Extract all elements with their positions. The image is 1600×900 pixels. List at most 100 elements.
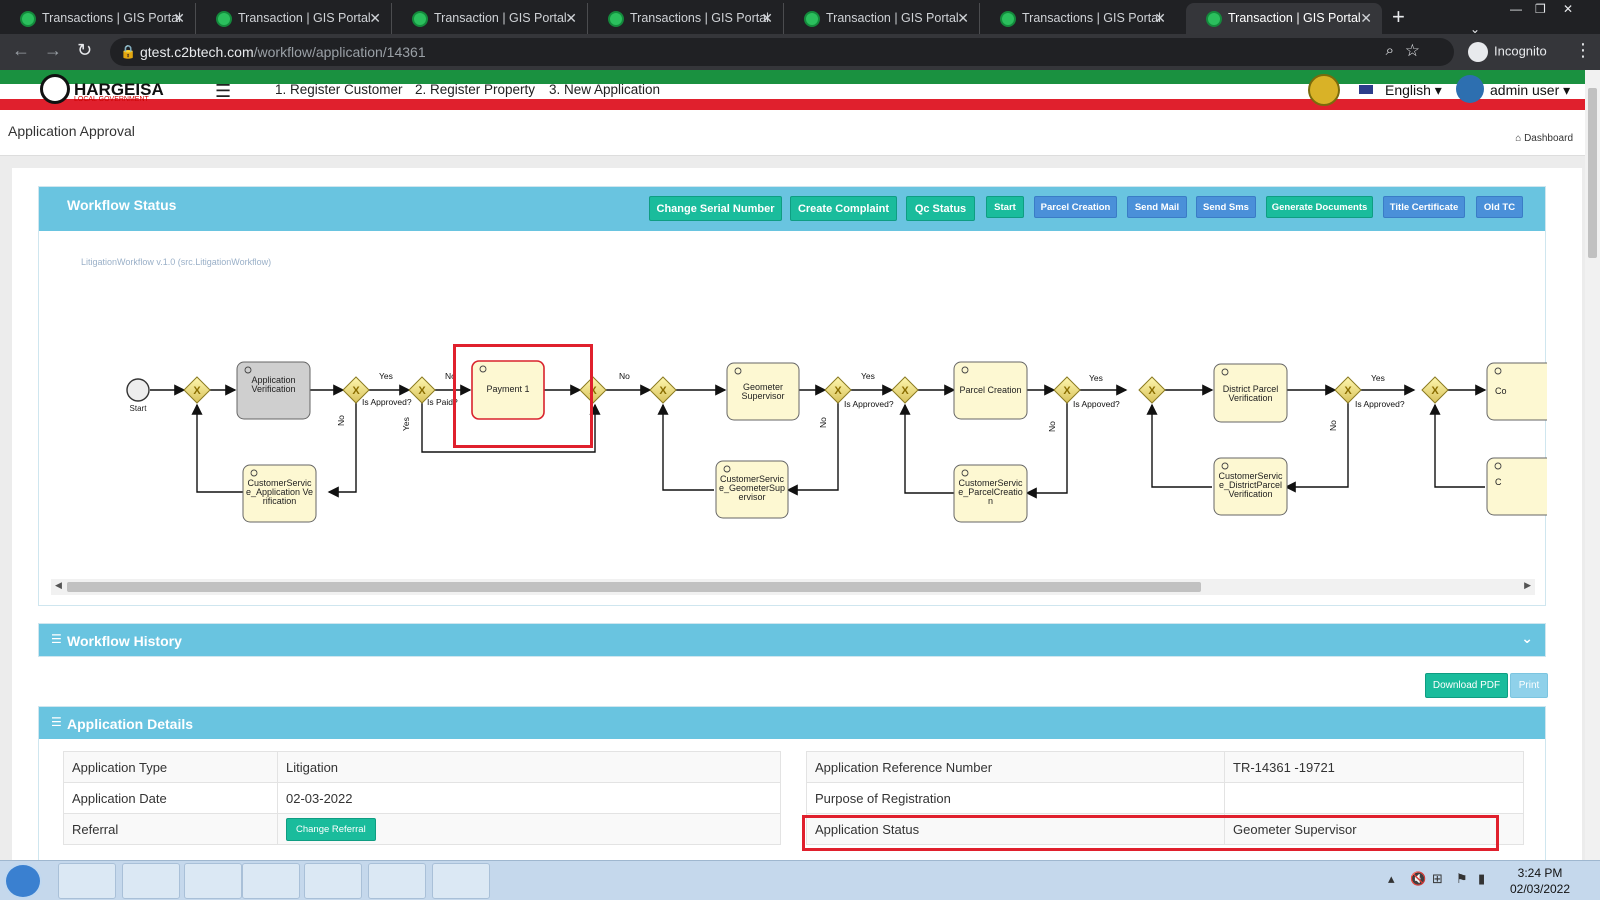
task-cs-geometer-supervisor[interactable] bbox=[715, 460, 789, 519]
menu-register-property[interactable]: 2. Register Property bbox=[415, 82, 536, 97]
language-dropdown[interactable]: English ▾ bbox=[1385, 82, 1442, 98]
minimize-icon[interactable]: — bbox=[1510, 2, 1522, 16]
browser-tab-active[interactable]: Transaction | GIS Portal✕ bbox=[1186, 3, 1382, 34]
diagram-horizontal-scrollbar[interactable]: ◀ ▶ bbox=[51, 579, 1535, 595]
task-cs-application-verification[interactable] bbox=[242, 464, 317, 523]
system-clock[interactable]: 3:24 PM 02/03/2022 bbox=[1505, 865, 1575, 897]
title-certificate-button[interactable]: Title Certificate bbox=[1383, 196, 1465, 218]
download-pdf-button[interactable]: Download PDF bbox=[1425, 673, 1508, 698]
application-details-left-table: Application Type Litigation Application … bbox=[63, 751, 781, 845]
tray-network-icon[interactable]: ⊞ bbox=[1432, 871, 1443, 886]
close-tab-icon[interactable]: ✕ bbox=[369, 10, 381, 26]
page-scrollbar[interactable] bbox=[1585, 70, 1600, 860]
forward-arrow-icon[interactable]: → bbox=[44, 40, 62, 60]
gateway[interactable] bbox=[408, 376, 436, 404]
parcel-creation-button[interactable]: Parcel Creation bbox=[1034, 196, 1117, 218]
chevron-down-icon[interactable]: ⌄ bbox=[1521, 630, 1533, 646]
browser-tab[interactable]: Transactions | GIS Portal✕ bbox=[980, 3, 1176, 34]
task-next-lower[interactable] bbox=[1486, 457, 1547, 516]
task-cs-district-parcel-verification[interactable] bbox=[1213, 457, 1288, 516]
close-tab-icon[interactable]: ✕ bbox=[565, 10, 577, 26]
browser-tab[interactable]: Transaction | GIS Portal✕ bbox=[196, 3, 392, 34]
send-sms-button[interactable]: Send Sms bbox=[1196, 196, 1256, 218]
gateway[interactable] bbox=[579, 376, 607, 404]
bookmark-star-icon[interactable]: ☆ bbox=[1404, 41, 1420, 60]
hamburger-menu-icon[interactable]: ☰ bbox=[215, 81, 232, 101]
gateway[interactable] bbox=[891, 376, 919, 404]
application-details-title: Application Details bbox=[67, 716, 194, 732]
workflow-history-panel[interactable]: ☰ Workflow History ⌄ bbox=[38, 623, 1546, 657]
change-serial-number-button[interactable]: Change Serial Number bbox=[649, 196, 782, 221]
browser-tab[interactable]: Transaction | GIS Portal✕ bbox=[784, 3, 980, 34]
gateway[interactable] bbox=[342, 376, 370, 404]
tray-volume-icon[interactable]: 🔇 bbox=[1410, 871, 1427, 886]
task-district-parcel-verification[interactable] bbox=[1213, 363, 1288, 423]
tray-flag-icon[interactable]: ⚑ bbox=[1456, 871, 1468, 886]
back-arrow-icon[interactable]: ← bbox=[12, 40, 30, 60]
chrome-browser-icon[interactable] bbox=[184, 863, 242, 899]
old-tc-button[interactable]: Old TC bbox=[1476, 196, 1523, 218]
breadcrumb[interactable]: ⌂ Dashboard bbox=[1515, 133, 1573, 144]
close-tab-icon[interactable]: ✕ bbox=[1154, 10, 1166, 26]
close-window-icon[interactable]: ✕ bbox=[1563, 2, 1574, 16]
browser-menu-icon[interactable]: ⋮ bbox=[1574, 40, 1592, 60]
tray-arrow-icon[interactable]: ▴ bbox=[1388, 871, 1395, 886]
gateway[interactable] bbox=[1334, 376, 1362, 404]
tray-signal-icon[interactable]: ▮ bbox=[1478, 871, 1486, 886]
user-avatar-icon[interactable] bbox=[1456, 75, 1484, 103]
zoom-icon[interactable]: ⌕ bbox=[1385, 42, 1394, 59]
browser-tab[interactable]: Transactions | GIS Portal✕ bbox=[0, 3, 196, 34]
print-button[interactable]: Print bbox=[1510, 673, 1548, 698]
user-dropdown[interactable]: admin user ▾ bbox=[1490, 82, 1571, 98]
close-tab-icon[interactable]: ✕ bbox=[173, 10, 185, 26]
svg-text:X: X bbox=[1431, 385, 1439, 397]
scroll-right-icon[interactable]: ▶ bbox=[1524, 580, 1531, 590]
send-mail-button[interactable]: Send Mail bbox=[1127, 196, 1187, 218]
clock-time: 3:24 PM bbox=[1517, 866, 1563, 880]
gateway[interactable] bbox=[183, 376, 211, 404]
reload-icon[interactable]: ↻ bbox=[77, 40, 93, 60]
url-field[interactable]: 🔒 gtest.c2btech.com/workflow/application… bbox=[110, 38, 1454, 66]
menu-register-customer[interactable]: 1. Register Customer bbox=[275, 82, 403, 97]
windows-start-icon[interactable] bbox=[4, 863, 42, 899]
file-explorer-icon[interactable] bbox=[58, 863, 116, 899]
browser-tab[interactable]: Transaction | GIS Portal✕ bbox=[392, 3, 588, 34]
generate-documents-button[interactable]: Generate Documents bbox=[1266, 196, 1373, 218]
home-icon: ⌂ bbox=[1515, 133, 1522, 144]
tab-search-icon[interactable]: ⌄ bbox=[1470, 22, 1481, 36]
gateway[interactable] bbox=[649, 376, 677, 404]
start-event[interactable] bbox=[126, 378, 150, 402]
start-button[interactable]: Start bbox=[986, 196, 1024, 218]
gateway[interactable] bbox=[1053, 376, 1081, 404]
scroll-left-icon[interactable]: ◀ bbox=[55, 580, 62, 590]
notepad-icon[interactable] bbox=[242, 863, 300, 899]
edge-browser-icon[interactable] bbox=[122, 863, 180, 899]
qc-status-button[interactable]: Qc Status bbox=[906, 196, 975, 221]
hargeisa-logo-icon[interactable] bbox=[40, 74, 70, 104]
restore-icon[interactable]: ❐ bbox=[1535, 2, 1546, 16]
incognito-indicator[interactable]: Incognito bbox=[1468, 42, 1547, 62]
flow-label: Is Approved? bbox=[1355, 399, 1405, 409]
create-complaint-button[interactable]: Create Complaint bbox=[790, 196, 897, 221]
task-label: CustomerService_Application Verification bbox=[245, 479, 314, 506]
word-icon[interactable] bbox=[368, 863, 426, 899]
change-referral-button[interactable]: Change Referral bbox=[286, 817, 376, 841]
excel-icon[interactable] bbox=[304, 863, 362, 899]
task-next[interactable] bbox=[1486, 362, 1547, 421]
task-geometer-supervisor[interactable] bbox=[726, 362, 800, 421]
new-tab-icon[interactable]: + bbox=[1392, 4, 1405, 29]
gateway[interactable] bbox=[824, 376, 852, 404]
menu-new-application[interactable]: 3. New Application bbox=[549, 82, 661, 97]
close-tab-icon[interactable]: ✕ bbox=[1360, 10, 1372, 26]
table-row: Referral Change Referral bbox=[63, 813, 781, 845]
zoom-app-icon[interactable] bbox=[432, 863, 490, 899]
gateway[interactable] bbox=[1421, 376, 1449, 404]
task-parcel-creation[interactable] bbox=[953, 361, 1028, 420]
gateway[interactable] bbox=[1138, 376, 1166, 404]
task-payment-1[interactable] bbox=[471, 360, 545, 420]
close-tab-icon[interactable]: ✕ bbox=[761, 10, 773, 26]
browser-tab[interactable]: Transactions | GIS Portal✕ bbox=[588, 3, 784, 34]
task-application-verification[interactable] bbox=[236, 361, 311, 420]
task-cs-parcel-creation[interactable] bbox=[953, 464, 1028, 523]
close-tab-icon[interactable]: ✕ bbox=[957, 10, 969, 26]
